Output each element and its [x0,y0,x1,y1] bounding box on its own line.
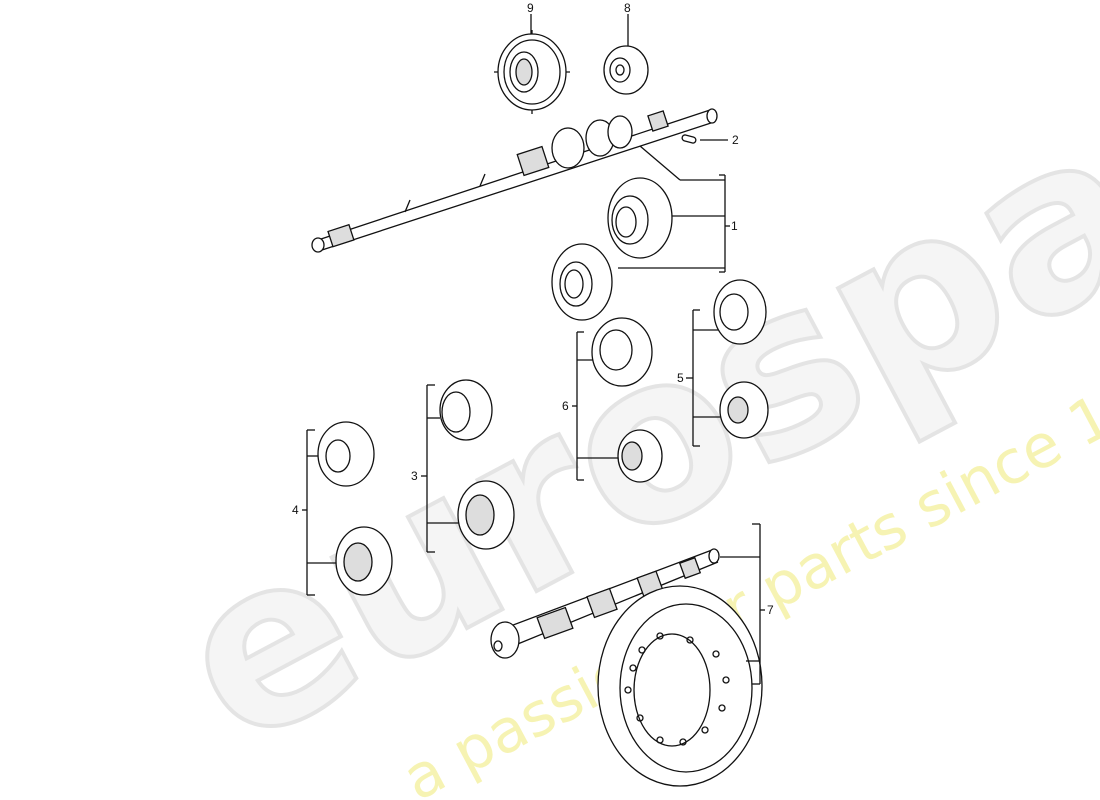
gear-6a-icon [591,317,653,387]
bracket-4 [302,429,340,596]
gear-5a-icon [713,279,767,345]
gear-9-icon [603,14,649,95]
callout-6[interactable]: 6 [562,399,569,413]
gear-3a-icon [439,379,493,441]
pin-2-icon [681,134,728,144]
callout-8[interactable]: 9 [527,1,534,15]
main-shaft-icon [311,108,718,253]
callout-7[interactable]: 7 [767,603,774,617]
bracket-6 [572,331,618,481]
callout-4[interactable]: 4 [292,503,299,517]
gear-1b-icon [551,243,613,321]
bracket-3 [421,384,460,553]
callout-5[interactable]: 5 [677,371,684,385]
ring-gear-icon [597,585,763,787]
gear-1a-icon [607,177,673,259]
gear-8-icon [494,14,570,114]
callout-3[interactable]: 3 [411,469,418,483]
bracket-5 [686,309,722,447]
bracket-7 [720,523,765,685]
pinion-shaft-icon [490,548,720,659]
callout-2[interactable]: 2 [732,133,739,147]
callout-9[interactable]: 8 [624,1,631,15]
callout-1[interactable]: 1 [731,219,738,233]
